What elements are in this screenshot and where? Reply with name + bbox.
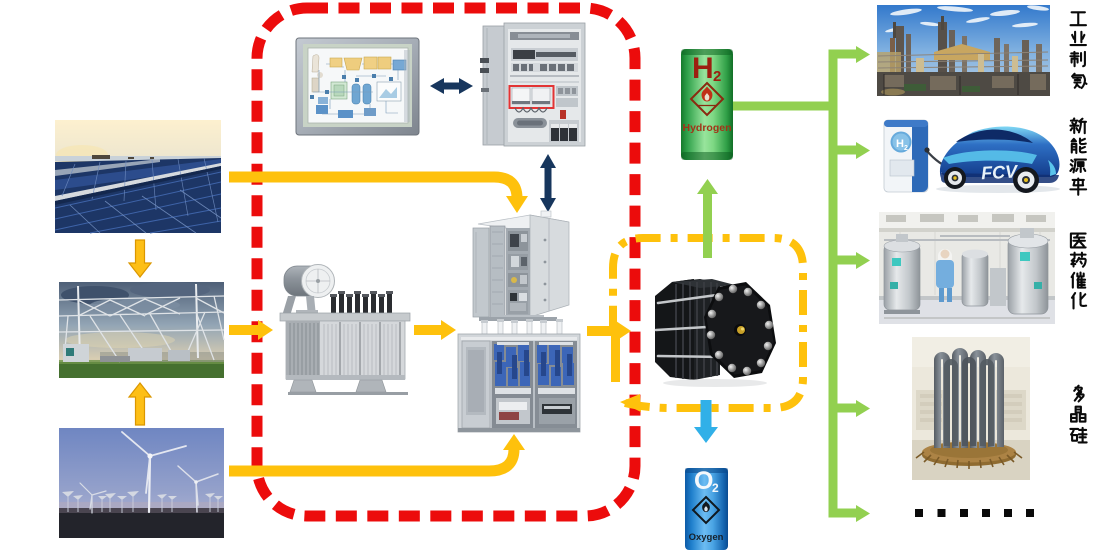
svg-text:Hydrogen: Hydrogen	[682, 122, 731, 134]
svg-text:Oxygen: Oxygen	[689, 532, 724, 543]
svg-text:O: O	[694, 467, 713, 495]
svg-text:H: H	[692, 52, 714, 85]
svg-text:2: 2	[904, 145, 908, 152]
svg-text:2: 2	[712, 481, 719, 495]
svg-text:FCV: FCV	[981, 161, 1020, 183]
svg-text:2: 2	[713, 68, 721, 85]
svg-text:H: H	[896, 138, 904, 150]
